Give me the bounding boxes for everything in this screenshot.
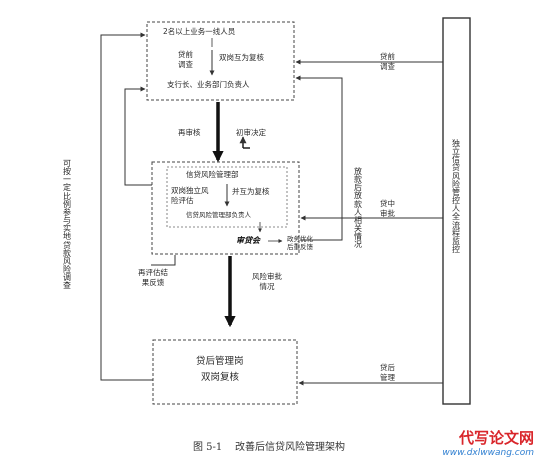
middle-box-left-label: 双岗独立风险评估 [171,186,209,205]
watermark-url: www.dxlwwang.com [442,448,534,458]
middle-box-right-label: 并互为复核 [232,187,270,196]
middle-inner-box [166,166,288,228]
top-box-header: 2名以上业务一线人员 [163,27,236,36]
figure-title: 改善后信贷风险管理架构 [235,442,346,453]
monitor-item-approval: 贷中审批 [380,199,395,218]
top-box-footer: 支行长、业务部门负责人 [167,80,250,89]
top-box-left-label: 贷前调查 [178,50,193,69]
left-inner-loop [124,86,152,186]
monitor-item-pre-loan: 贷前调查 [380,52,395,71]
label-re-evaluate-feedback: 再评估结果反馈 [138,268,168,287]
bottom-box [152,339,298,405]
monitor-item-post-loan: 贷后管理 [380,363,395,382]
label-risk-approval-status: 风险审批情况 [252,272,282,291]
loan-status-feedback-line [295,75,343,241]
left-vertical-note: 可按一定比例参与实地贷款风险调查 [63,159,71,291]
middle-box-footer: 信贷风险管理部负责人 [186,211,251,219]
top-box-right-label: 双岗互为复核 [219,53,264,62]
site-watermark: 代写论文网 www.dxlwwang.com [424,430,534,464]
bottom-box-line2: 双岗复核 [201,372,240,383]
review-committee-stamp: 审贷会 [236,235,260,245]
left-outer-loop [100,32,153,381]
label-first-decision: 初审决定 [236,128,266,137]
bottom-box-line1: 贷后管理岗 [196,356,244,367]
top-box [146,21,295,101]
label-recheck: 再审核 [178,128,201,137]
re-evaluate-line [151,255,176,266]
middle-box [151,161,300,255]
watermark-brand: 代写论文网 [458,429,534,447]
middle-box-side-note: 政务优化后重反馈 [287,235,313,251]
figure-number: 图 5-1 [192,442,223,453]
loan-status-vertical-note: 放款后放款人相关情况 [354,167,362,250]
monitor-column-title: 独立信贷风险管控人全流程监控 [452,139,460,255]
figure-caption: 图 5-1 改善后信贷风险管理架构 [0,438,538,453]
monitor-column [442,17,471,405]
middle-box-header: 信贷风险管理部 [186,170,239,179]
